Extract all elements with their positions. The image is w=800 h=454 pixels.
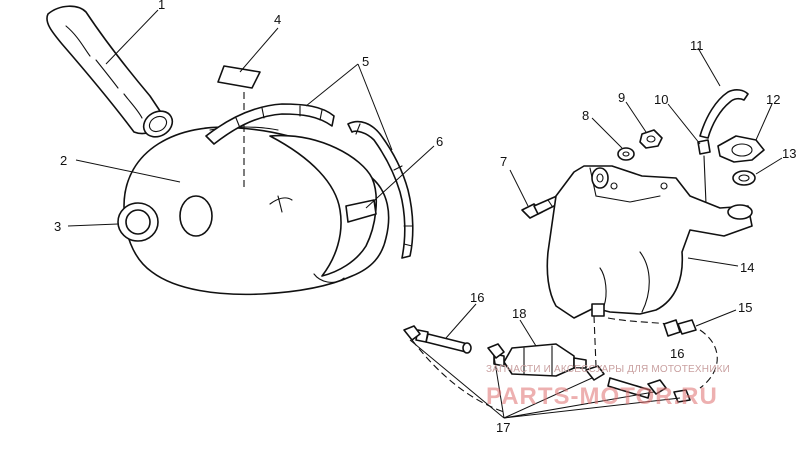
vent-hose-long [347, 120, 414, 259]
callout-8: 8 [582, 108, 589, 123]
callout-14: 14 [740, 260, 754, 275]
hose-clamp-1 [403, 325, 421, 341]
watermark-site: PARTS-MOTOR.RU [486, 383, 718, 410]
filler-cap [717, 135, 765, 163]
vent-tube [699, 89, 749, 139]
callout-7: 7 [500, 154, 507, 169]
callout-10: 10 [654, 92, 668, 107]
fuel-line-short [415, 329, 472, 354]
vent-hose-upper [205, 103, 335, 145]
oil-tank [546, 165, 753, 389]
fitting [697, 139, 711, 205]
callout-15: 15 [738, 300, 752, 315]
callout-13: 13 [782, 146, 796, 161]
callout-16-right: 16 [670, 346, 684, 361]
watermark-tagline: ЗАПЧАСТИ И АКСЕССУАРЫ ДЛЯ МОТОТЕХНИКИ [486, 364, 730, 375]
callout-12: 12 [766, 92, 780, 107]
washer [617, 147, 635, 161]
callout-17: 17 [496, 420, 510, 435]
inline-filter [493, 343, 587, 377]
hose-clamp-4 [647, 379, 667, 395]
hose-clamp-2 [487, 343, 505, 359]
hose-clamp-3 [585, 365, 605, 381]
callout-18: 18 [512, 306, 526, 321]
elbow-fitting [663, 319, 697, 337]
inlet-ring [117, 202, 159, 242]
callout-9: 9 [618, 90, 625, 105]
decal [217, 65, 261, 190]
routing-line [411, 339, 505, 413]
nut [639, 129, 663, 149]
leader-lines [67, 9, 783, 419]
callout-11: 11 [690, 38, 704, 53]
callout-2: 2 [60, 153, 67, 168]
callout-3: 3 [54, 219, 61, 234]
callout-1: 1 [158, 0, 165, 12]
intake-hose [46, 5, 174, 138]
air-box [123, 126, 390, 296]
callout-16-left: 16 [470, 290, 484, 305]
callout-6: 6 [436, 134, 443, 149]
gasket [732, 170, 756, 186]
fuel-line-right [607, 377, 651, 399]
callout-5: 5 [362, 54, 369, 69]
callout-4: 4 [274, 12, 281, 27]
